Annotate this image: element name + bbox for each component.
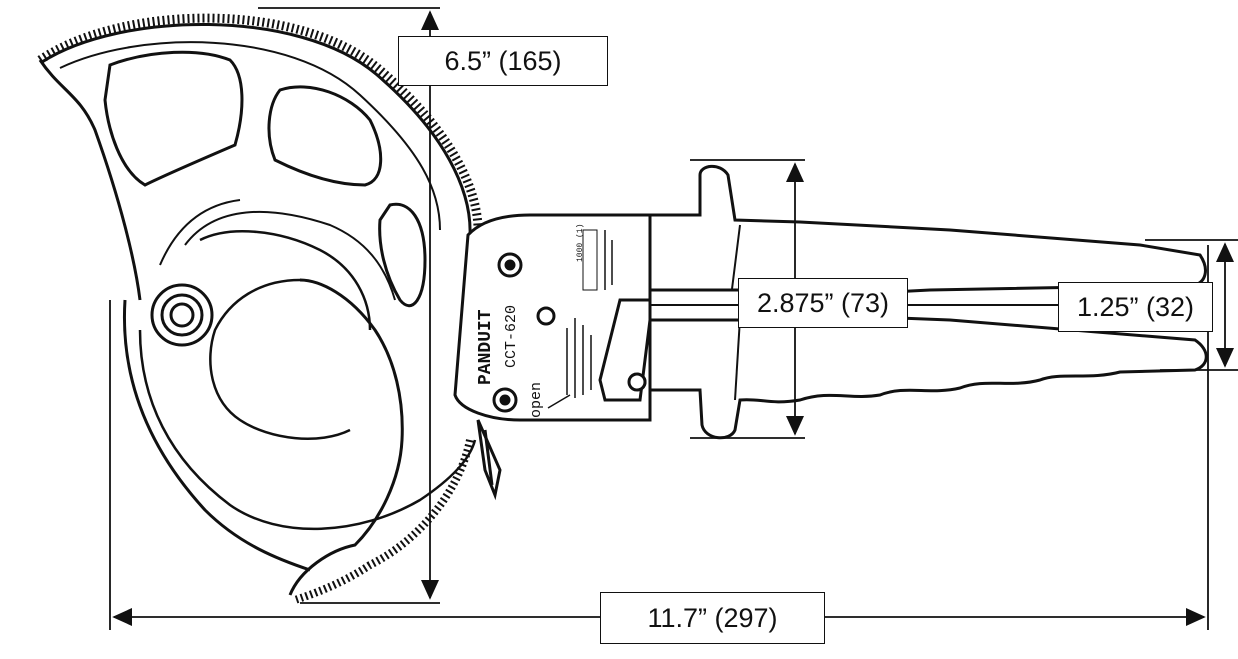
- head-plate-screws: [492, 252, 647, 413]
- label-lines: [582, 229, 598, 291]
- blade-cutouts: [103, 50, 427, 308]
- grip-thickness-dimension-label: 1.25” (32): [1058, 282, 1213, 332]
- rating-marking: 1000 (1): [576, 224, 585, 262]
- pivot-bolt: [150, 283, 214, 347]
- height-dimension-label: 6.5” (165): [398, 36, 608, 86]
- lanyard-chain: [476, 419, 502, 501]
- brand-mark: PANDUIT: [476, 309, 496, 385]
- open-label: open: [528, 382, 545, 418]
- lower-jaw: [122, 199, 477, 604]
- handle-spread-dimension-label: 2.875” (73): [738, 278, 908, 328]
- overall-length-dimension-label: 11.7” (297): [600, 592, 825, 644]
- model-number: CCT-620: [503, 305, 520, 368]
- open-arrow: [547, 394, 571, 409]
- head-plate: PANDUIT CCT-620 open 1000 (1): [453, 213, 652, 422]
